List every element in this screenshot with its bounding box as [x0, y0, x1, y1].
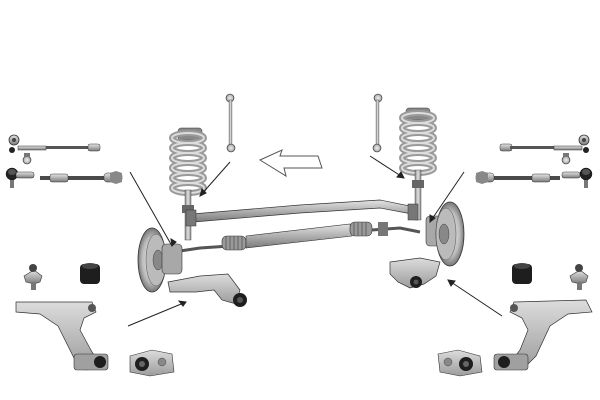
right-control-arm: [493, 299, 593, 371]
left-coil-spring: [169, 127, 207, 241]
right-ball-joint-small: [561, 153, 571, 165]
right-bushing: [512, 263, 532, 284]
left-control-arm: [15, 301, 109, 371]
right-coil-spring: [399, 107, 437, 221]
right-stabilizer-link: [372, 93, 383, 153]
left-brake-disc: [137, 227, 183, 293]
leader-lines: [127, 155, 503, 327]
right-control-arm-installed: [389, 257, 441, 289]
right-tie-rod-lower: [475, 171, 560, 184]
left-rear-bushing: [129, 349, 175, 377]
left-tie-rod-lower: [40, 171, 123, 184]
left-ball-joint: [23, 264, 43, 290]
right-tie-rod-upper: [499, 134, 590, 153]
right-brake-disc: [425, 201, 465, 267]
direction-arrow: [258, 149, 323, 178]
steering-rack: [159, 221, 421, 256]
right-ball-joint: [569, 264, 589, 290]
left-ball-joint-small: [22, 153, 32, 165]
left-stabilizer-link: [225, 93, 236, 153]
right-rear-bushing: [437, 349, 483, 377]
axle-crossmember: [185, 199, 419, 227]
left-tie-rod-end: [5, 167, 35, 188]
right-tie-rod-end: [561, 167, 593, 188]
left-control-arm-installed: [167, 273, 247, 307]
left-tie-rod-upper: [8, 134, 101, 153]
left-bushing: [80, 263, 100, 284]
